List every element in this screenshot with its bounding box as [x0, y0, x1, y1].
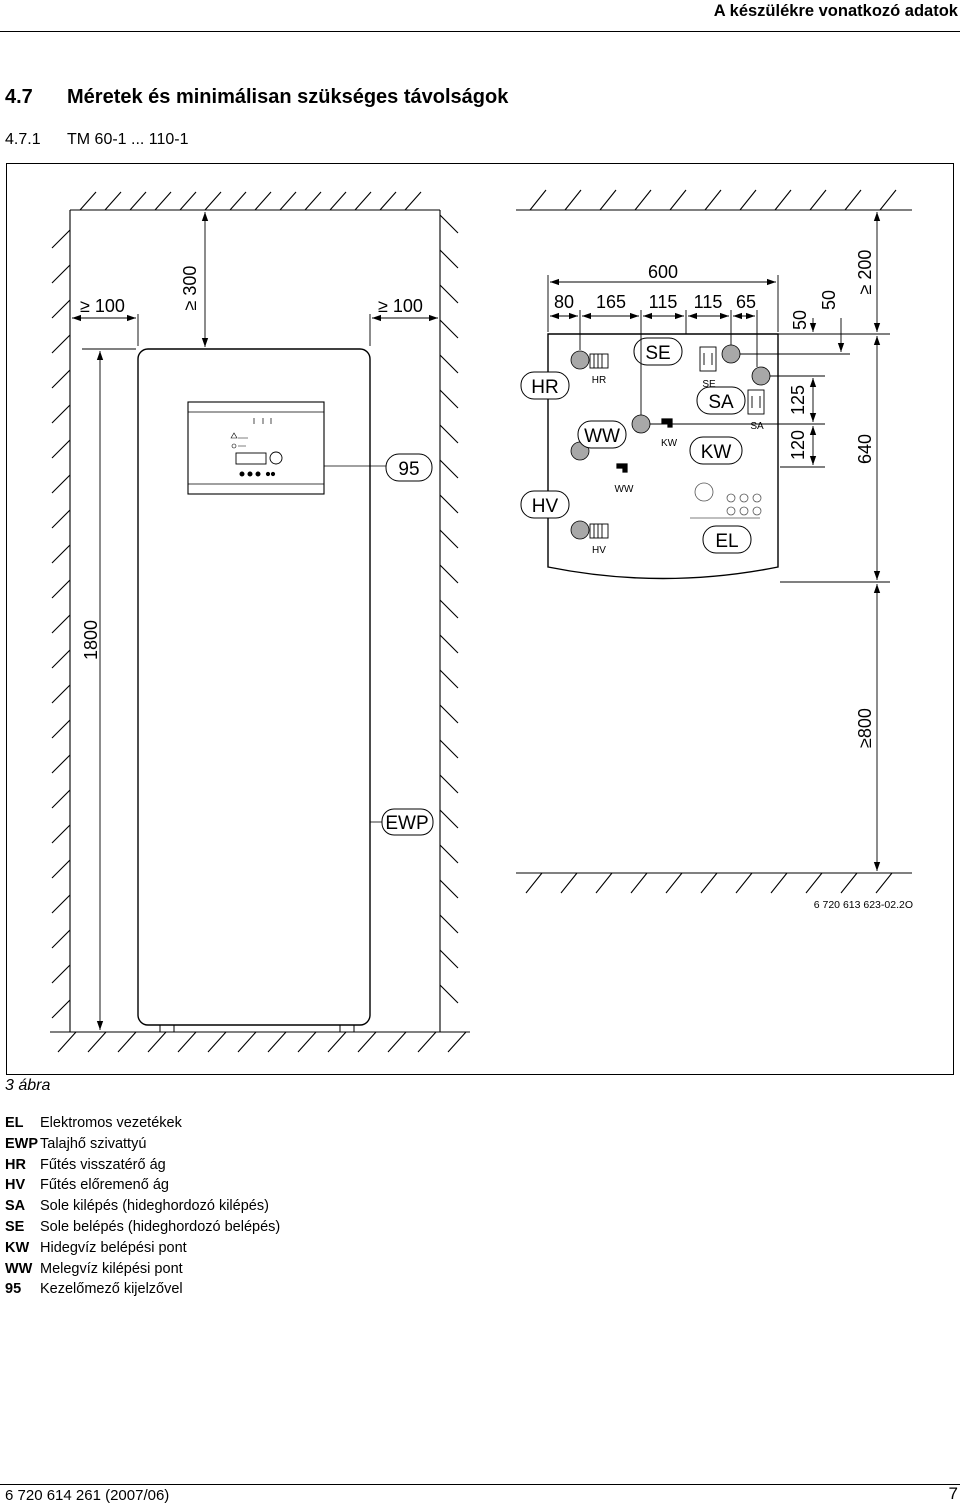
icon-label-kw: KW	[661, 438, 678, 449]
label-sa-bubble	[696, 386, 746, 415]
label-hr-bubble	[520, 371, 570, 400]
icon-label-sa: SA	[750, 421, 764, 432]
legend-text: Melegvíz kilépési pont	[40, 1260, 183, 1277]
dim-width-total: 600	[648, 262, 678, 282]
dim-640: 640	[855, 434, 875, 464]
dim-115a: 115	[649, 292, 678, 312]
legend-text: Sole kilépés (hideghordozó kilépés)	[40, 1198, 269, 1215]
section-number: 4.7	[5, 86, 33, 108]
icon-label-se: SE	[702, 379, 716, 390]
label-hv: HV	[532, 496, 559, 517]
icon-label-hv: HV	[592, 545, 606, 556]
radiator-icon	[589, 353, 609, 539]
subsection-number: 4.7.1	[5, 131, 41, 148]
legend-code: HR	[5, 1156, 26, 1173]
legend-item: SE Sole belépés (hideghordozó belépés)	[5, 1217, 280, 1238]
page-number: 7	[948, 1484, 958, 1503]
dim-right-clearance: ≥ 100	[378, 296, 423, 316]
legend-code: EWP	[5, 1135, 39, 1152]
label-95: 95	[398, 459, 419, 480]
legend-text: Sole belépés (hideghordozó belépés)	[40, 1218, 281, 1235]
footer-rule	[0, 1484, 960, 1485]
icon-label-hr: HR	[592, 375, 606, 386]
legend-text: Kezelőmező kijelzővel	[40, 1281, 183, 1298]
label-95-bubble	[385, 453, 433, 482]
label-ww-bubble	[577, 420, 627, 449]
section-title: 4.7 Méretek és minimálisan szükséges távo…	[5, 86, 508, 109]
legend-code: HV	[5, 1177, 26, 1194]
label-ewp: EWP	[385, 813, 428, 834]
icon-label-ww: WW	[615, 484, 634, 495]
legend-item: HR Fűtés visszatérő ág	[5, 1155, 280, 1176]
heat-pump-front	[137, 348, 371, 1033]
header-rule	[0, 31, 960, 32]
legend-text: Fűtés visszatérő ág	[40, 1156, 166, 1173]
left-dimensions	[72, 212, 438, 1030]
legend-code: EL	[5, 1115, 24, 1131]
dim-left-clearance: ≥ 100	[80, 296, 125, 316]
section-title-text: Méretek és minimálisan szükséges távolsá…	[67, 86, 509, 108]
label-hv-bubble	[520, 490, 570, 519]
dim-120: 120	[788, 430, 808, 460]
electrical-terminals	[690, 482, 762, 519]
legend-item: WW Melegvíz kilépési pont	[5, 1259, 280, 1280]
label-ewp-bubble	[381, 808, 434, 836]
label-el-bubble	[702, 525, 752, 554]
dim-top-clearance: ≥ 300	[180, 266, 200, 311]
legend-text: Talajhő szivattyú	[40, 1135, 147, 1152]
label-kw-bubble	[689, 436, 743, 465]
header-title: A készülékre vonatkozó adatok	[713, 2, 958, 20]
dim-80: 80	[554, 292, 574, 312]
legend-code: 95	[5, 1281, 22, 1298]
legend-item: KW Hidegvíz belépési pont	[5, 1238, 280, 1259]
legend-text: Fűtés előremenő ág	[40, 1177, 169, 1194]
dim-125: 125	[788, 385, 808, 415]
label-se-bubble	[633, 337, 683, 366]
label-el: EL	[715, 531, 738, 552]
legend-code: WW	[5, 1260, 33, 1277]
figure-caption: 3 ábra	[5, 1077, 51, 1094]
dim-115b: 115	[694, 292, 723, 312]
legend-code: SA	[5, 1198, 26, 1215]
label-kw: KW	[701, 442, 732, 463]
left-wall-hatching	[50, 191, 470, 1053]
label-hr: HR	[531, 377, 558, 398]
brine-icon	[699, 346, 765, 415]
connection-circles	[570, 344, 771, 540]
dim-front-clearance: ≥800	[855, 708, 875, 748]
label-sa: SA	[708, 392, 734, 413]
label-ww: WW	[584, 426, 620, 447]
top-view-dimensions	[547, 212, 890, 871]
tap-icon	[616, 418, 673, 473]
dim-top-front: ≥ 200	[855, 250, 875, 295]
legend-item: 95 Kezelőmező kijelzővel	[5, 1279, 280, 1300]
subsection-title: 4.7.1 TM 60-1 ... 110-1	[5, 131, 189, 149]
legend-item: SA Sole kilépés (hideghordozó kilépés)	[5, 1196, 280, 1217]
dim-65: 65	[736, 292, 756, 312]
legend-text: Elektromos vezetékek	[40, 1115, 182, 1131]
right-wall-hatching	[516, 189, 912, 894]
top-view-outline	[547, 333, 779, 580]
figure-frame	[6, 163, 954, 1075]
subsection-title-text: TM 60-1 ... 110-1	[67, 131, 189, 148]
dim-height: 1800	[81, 620, 101, 660]
dimension-drawing: ≥ 100 ≥ 300 ≥ 100 1800 95 EWP	[50, 189, 913, 1053]
legend-item: HV Fűtés előremenő ág	[5, 1175, 280, 1196]
footer-doc-number: 6 720 614 261 (2007/06)	[5, 1487, 170, 1504]
legend-code: SE	[5, 1218, 25, 1235]
dim-50b: 50	[819, 290, 839, 310]
label-se: SE	[645, 343, 670, 364]
dim-165: 165	[596, 292, 626, 312]
legend-text: Hidegvíz belépési pont	[40, 1239, 187, 1256]
legend-item: EL Elektromos vezetékek	[5, 1113, 280, 1134]
control-panel	[187, 401, 386, 495]
legend-code: KW	[5, 1239, 30, 1256]
dim-50a: 50	[790, 310, 810, 330]
figure-code: 6 720 613 623-02.2O	[814, 899, 913, 911]
